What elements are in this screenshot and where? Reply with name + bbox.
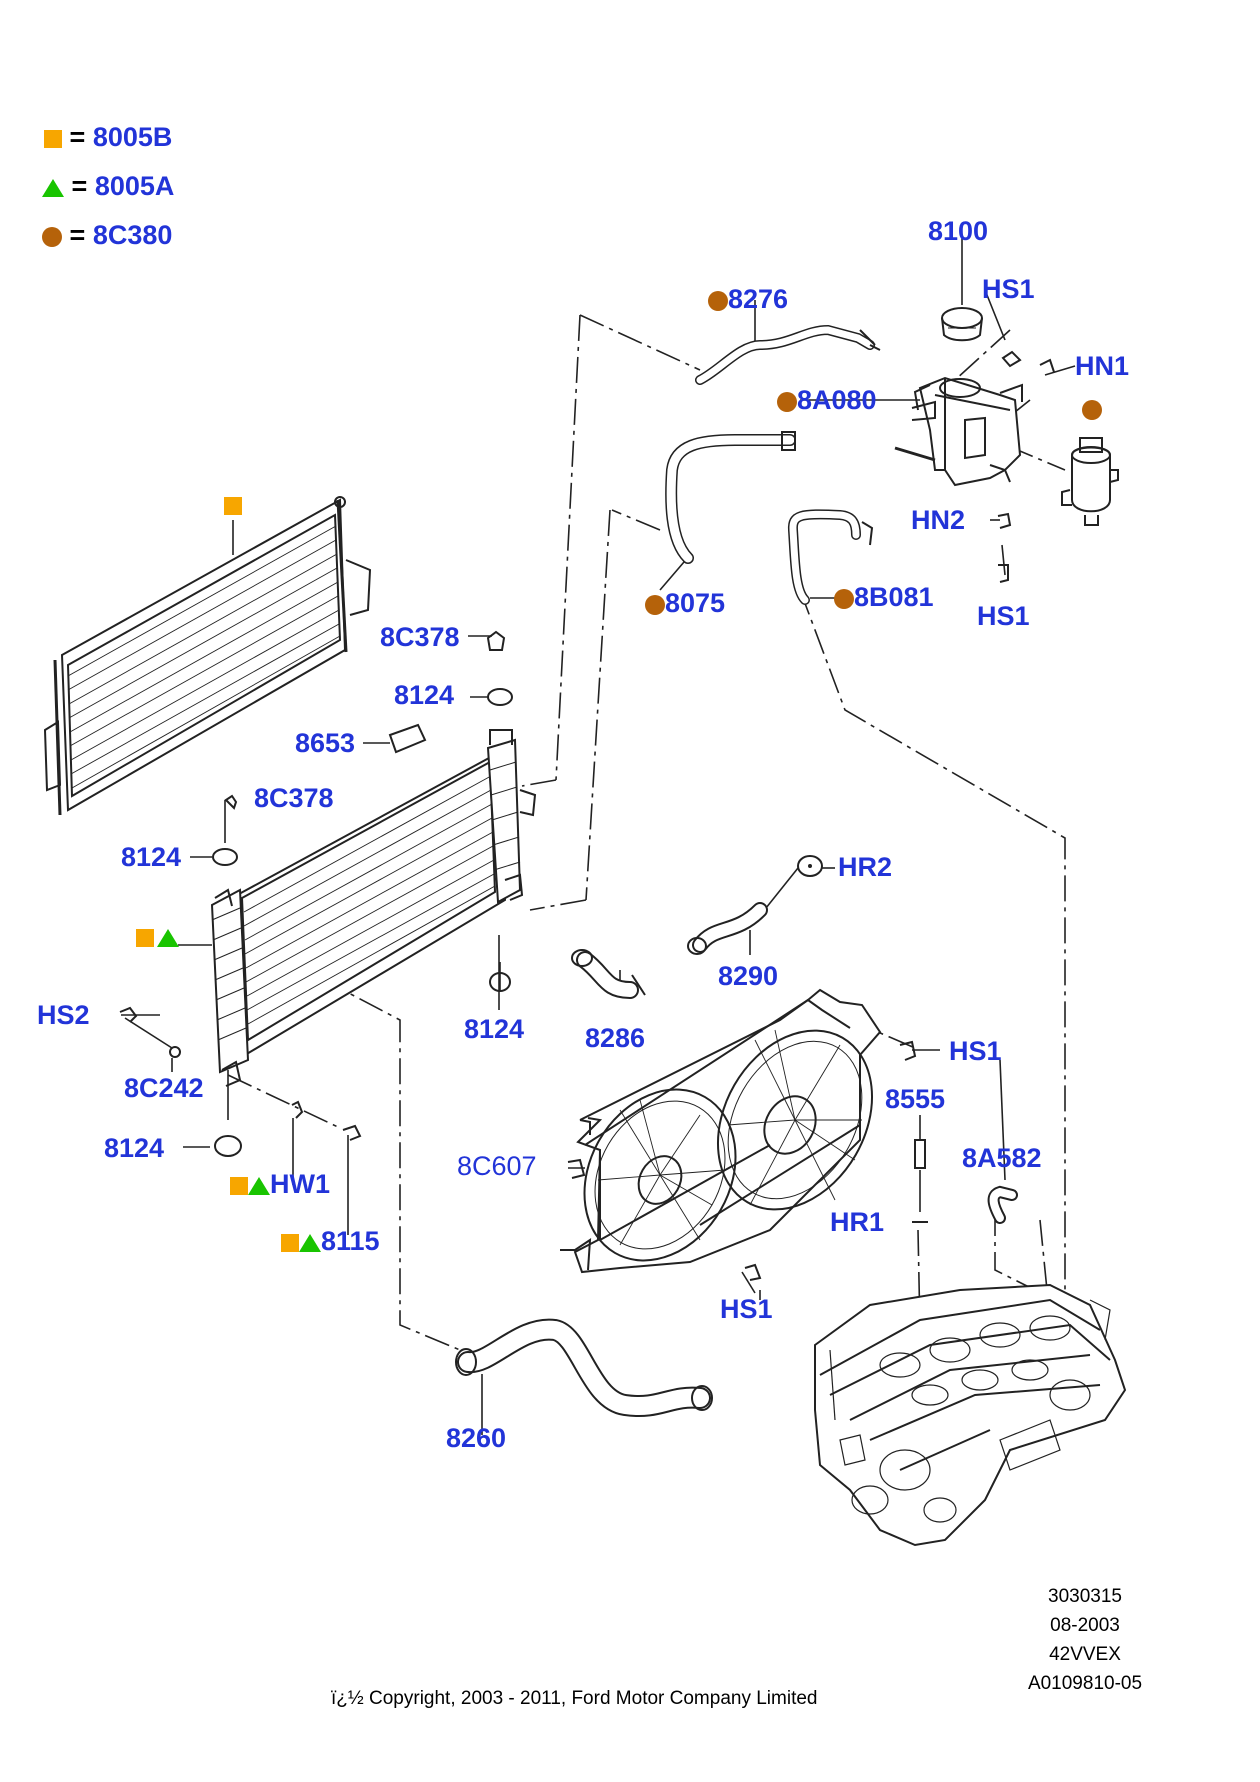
circle-symbol-icon xyxy=(708,290,728,311)
label-8555: 8555 xyxy=(885,1084,946,1114)
label-hn1: HN1 xyxy=(1075,351,1130,381)
label-hs1-right: HS1 xyxy=(977,601,1030,631)
label-8124-c: 8124 xyxy=(104,1133,165,1163)
ac-condenser xyxy=(43,496,372,816)
radiator-square-icon xyxy=(136,929,154,947)
expansion-tank xyxy=(911,376,1023,487)
reservoir-circle-icon xyxy=(1082,400,1102,420)
square-symbol-icon xyxy=(281,1233,299,1252)
legend-eq: = xyxy=(71,171,88,201)
circle-symbol-icon xyxy=(777,391,797,412)
hose-8b081 xyxy=(787,509,874,605)
circle-symbol-icon xyxy=(834,588,854,609)
label-8a582: 8A582 xyxy=(962,1143,1042,1173)
hose-8075 xyxy=(665,431,936,564)
label-8286: 8286 xyxy=(585,1023,646,1053)
label-8c242: 8C242 xyxy=(124,1073,204,1103)
legend-row-circle: = 8C380 xyxy=(42,220,172,250)
legend-eq: = xyxy=(69,220,86,250)
label-8100: 8100 xyxy=(928,216,989,246)
label-hn2: HN2 xyxy=(911,505,966,535)
condenser-square-icon xyxy=(224,497,242,515)
label-8075: 8075 xyxy=(645,588,725,618)
label-8653: 8653 xyxy=(295,728,356,758)
triangle-symbol-icon xyxy=(42,178,64,197)
radiator xyxy=(210,729,537,1087)
legend-code: 8C380 xyxy=(92,220,173,250)
label-hw1: HW1 xyxy=(230,1169,330,1199)
engine xyxy=(814,1283,1127,1547)
drawing-reference: 3030315 08-2003 42VVEX A0109810-05 xyxy=(985,1582,1185,1698)
hose-8290 xyxy=(687,864,812,955)
hose-8a582 xyxy=(987,1185,1018,1224)
hose-8286 xyxy=(571,949,646,999)
circle-symbol-icon xyxy=(645,594,665,615)
fasteners xyxy=(119,350,1055,1281)
legend-code: 8005B xyxy=(92,122,173,152)
legend-row-triangle: = 8005A xyxy=(42,171,174,201)
label-8260: 8260 xyxy=(446,1423,507,1453)
label-hs1-top: HS1 xyxy=(982,274,1035,304)
legend-row-square: = 8005B xyxy=(44,122,172,152)
label-8124-d: 8124 xyxy=(464,1014,525,1044)
label-8124-b: 8124 xyxy=(121,842,182,872)
radiator-triangle-icon xyxy=(157,929,179,947)
reference-line-3: 42VVEX xyxy=(1049,1644,1121,1665)
square-symbol-icon xyxy=(230,1176,248,1195)
label-8124-a: 8124 xyxy=(394,680,455,710)
label-hr2: HR2 xyxy=(838,852,893,882)
reservoir xyxy=(1061,437,1119,526)
triangle-symbol-icon xyxy=(299,1233,321,1252)
label-8a080: 8A080 xyxy=(777,385,877,415)
label-8c378-top: 8C378 xyxy=(380,622,460,652)
legend-eq: = xyxy=(69,122,86,152)
copyright-notice: ï¿½ Copyright, 2003 - 2011, Ford Motor C… xyxy=(331,1688,818,1709)
label-hs1-bottom: HS1 xyxy=(720,1294,773,1324)
reference-line-2: 08-2003 xyxy=(1050,1615,1120,1636)
label-hs1-fan: HS1 xyxy=(949,1036,1002,1066)
tank-cap xyxy=(941,307,983,342)
connector-lines xyxy=(227,314,1066,1351)
square-symbol-icon xyxy=(44,129,62,148)
reference-line-1: 3030315 xyxy=(1048,1586,1122,1607)
label-8b081: 8B081 xyxy=(834,582,934,612)
label-hs2: HS2 xyxy=(37,1000,90,1030)
label-8c378-left: 8C378 xyxy=(254,783,334,813)
reference-line-4: A0109810-05 xyxy=(1027,1673,1143,1694)
label-8276: 8276 xyxy=(708,284,788,314)
triangle-symbol-icon xyxy=(248,1176,270,1195)
circle-symbol-icon xyxy=(42,226,62,247)
label-8290: 8290 xyxy=(718,961,779,991)
label-hr1: HR1 xyxy=(830,1207,885,1237)
legend-code: 8005A xyxy=(94,171,175,201)
label-8115: 8115 xyxy=(281,1226,380,1256)
label-8c607: 8C607 xyxy=(457,1151,537,1181)
hose-8276 xyxy=(695,324,881,385)
hose-8260 xyxy=(455,1318,713,1417)
fan-shroud xyxy=(560,988,882,1274)
